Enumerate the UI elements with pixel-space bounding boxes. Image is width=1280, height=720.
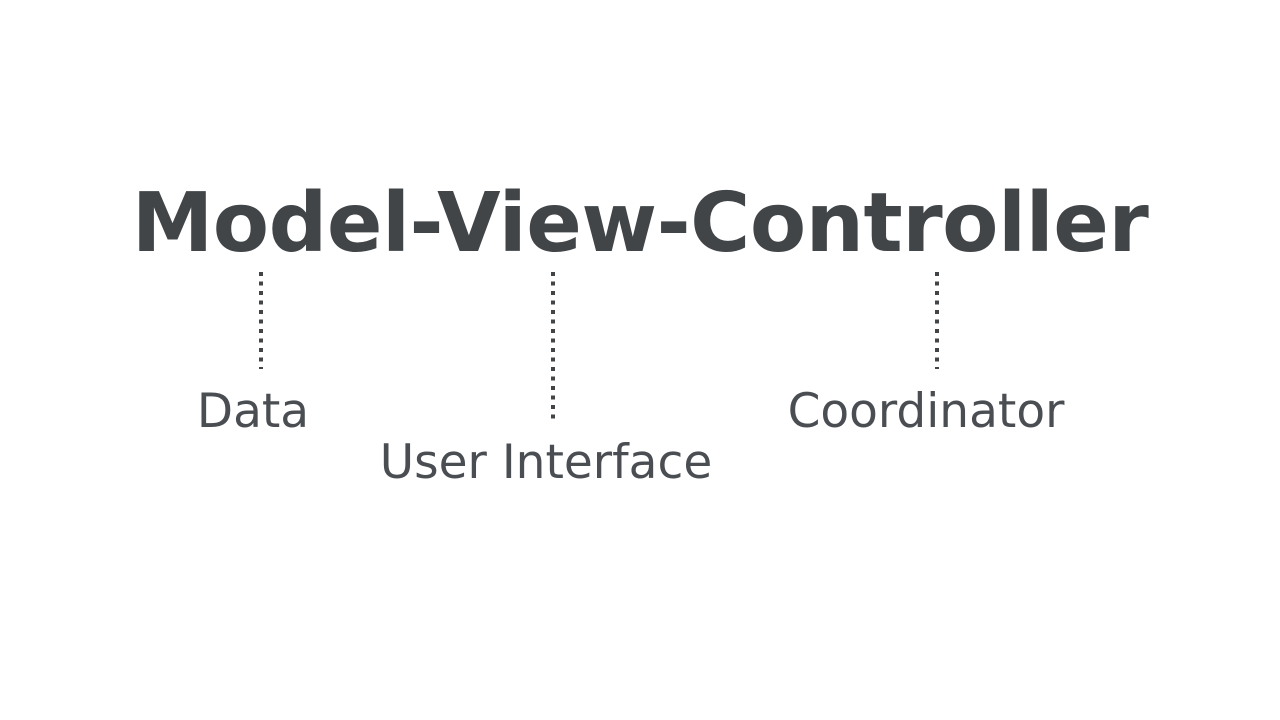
label-model-data: Data <box>196 384 310 439</box>
connector-line-view <box>551 272 555 420</box>
connector-line-model <box>259 272 263 369</box>
label-view-user-interface: User Interface <box>379 435 713 490</box>
label-controller-coordinator: Coordinator <box>787 384 1065 439</box>
connector-line-controller <box>935 272 939 369</box>
page-title: Model-View-Controller <box>131 176 1149 271</box>
